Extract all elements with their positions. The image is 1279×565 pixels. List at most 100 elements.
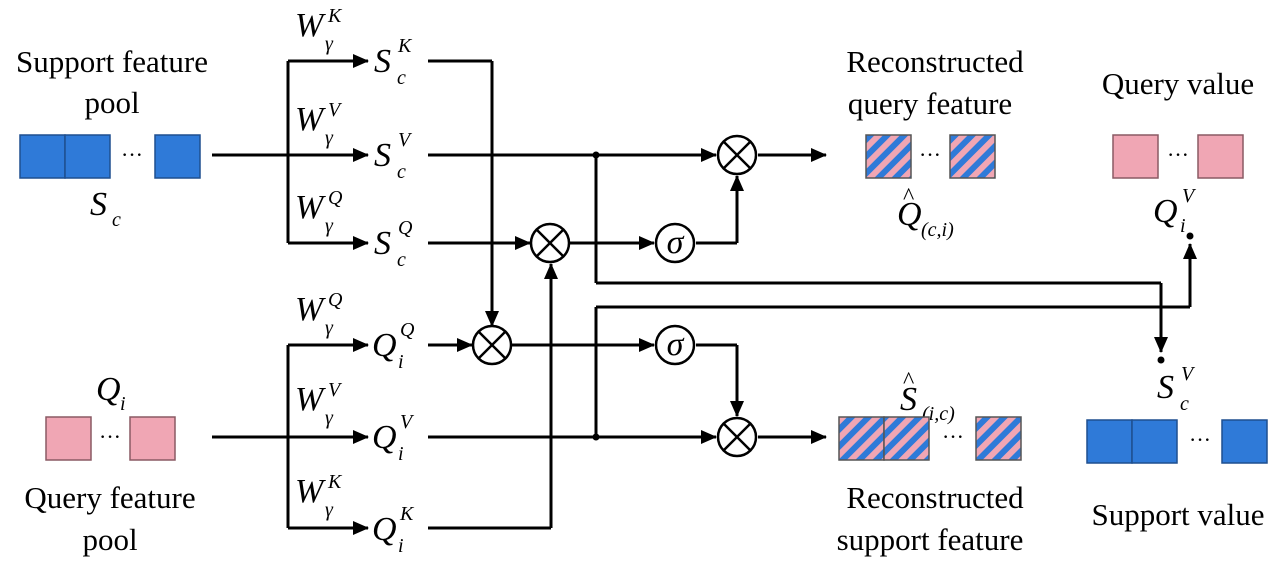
query-pool-blocks: ··· xyxy=(45,416,176,461)
svg-text:K: K xyxy=(327,471,343,493)
svg-text:Q: Q xyxy=(400,319,415,341)
symbol-scv-right: S V c xyxy=(1157,356,1196,415)
svg-text:V: V xyxy=(1181,363,1196,385)
svg-text:W: W xyxy=(295,473,326,510)
symbol-sc: S c xyxy=(90,186,121,231)
svg-text:···: ··· xyxy=(942,424,964,449)
svg-text:c: c xyxy=(397,249,406,271)
svg-text:K: K xyxy=(399,503,415,525)
svg-text:Q: Q xyxy=(372,511,397,548)
weight-wk-lower: W K γ xyxy=(295,471,343,521)
svg-text:S: S xyxy=(374,43,391,80)
svg-text:i: i xyxy=(1180,215,1186,237)
svg-text:Q: Q xyxy=(328,187,343,209)
svg-text:···: ··· xyxy=(1189,427,1211,452)
middle-wires xyxy=(428,59,1197,530)
upper-projection-wires xyxy=(212,54,369,250)
weight-wv-upper: W V γ xyxy=(295,99,343,149)
multiply-operator-top-right xyxy=(716,134,758,176)
svg-text:σ: σ xyxy=(667,224,685,261)
svg-text:···: ··· xyxy=(121,142,143,167)
symbol-qiv: Q V i xyxy=(372,411,415,465)
support-pool-blocks: ··· xyxy=(19,134,201,179)
svg-text:W: W xyxy=(295,7,326,44)
svg-text:K: K xyxy=(397,35,413,57)
weight-wq-lower: W Q γ xyxy=(295,289,343,339)
svg-text:γ: γ xyxy=(325,317,334,339)
svg-text:S: S xyxy=(90,186,107,223)
weight-wk-upper: W K γ xyxy=(295,5,343,55)
query-pool-label: pool xyxy=(82,522,137,557)
svg-text:S: S xyxy=(374,225,391,262)
support-pool-label: pool xyxy=(84,85,139,120)
svg-text:c: c xyxy=(397,67,406,89)
symbol-q-hat: Q ^ (c,i) xyxy=(897,184,954,241)
svg-text:^: ^ xyxy=(903,368,914,394)
svg-text:c: c xyxy=(397,161,406,183)
query-pool-label: Query feature xyxy=(24,480,195,515)
svg-text:γ: γ xyxy=(325,33,334,55)
svg-text:c: c xyxy=(1180,393,1189,415)
svg-text:S: S xyxy=(900,381,917,418)
svg-text:Q: Q xyxy=(328,289,343,311)
svg-text:i: i xyxy=(398,443,404,465)
symbol-scq: S Q c xyxy=(374,217,413,271)
svg-text:···: ··· xyxy=(99,424,121,449)
recon-query-blocks: ··· xyxy=(865,134,996,179)
recon-query-label: Reconstructed xyxy=(846,44,1024,79)
svg-text:V: V xyxy=(328,99,343,121)
multiply-operator-upper xyxy=(529,222,571,264)
recon-support-label: Reconstructed xyxy=(846,480,1024,515)
svg-text:i: i xyxy=(398,351,404,373)
svg-text:V: V xyxy=(1182,185,1197,207)
symbol-qiv-right: Q V i xyxy=(1153,185,1197,240)
svg-text:i: i xyxy=(120,393,126,415)
svg-text:W: W xyxy=(295,189,326,226)
svg-text:Q: Q xyxy=(372,327,397,364)
recon-support-blocks: ··· xyxy=(838,416,1022,461)
symbol-s-hat: S ^ (i,c) xyxy=(900,368,955,425)
svg-text:W: W xyxy=(295,291,326,328)
sigma-operator-upper: σ xyxy=(654,222,696,264)
weight-wq-upper: W Q γ xyxy=(295,187,343,237)
support-pool-label: Support feature xyxy=(16,44,208,79)
multiply-operator-lower xyxy=(471,324,513,366)
svg-text:^: ^ xyxy=(903,184,914,210)
svg-text:···: ··· xyxy=(919,142,941,167)
svg-text:c: c xyxy=(112,209,121,231)
symbol-qik: Q K i xyxy=(372,503,415,557)
svg-text:K: K xyxy=(327,5,343,27)
svg-text:Q: Q xyxy=(897,196,922,233)
svg-text:i: i xyxy=(398,535,404,557)
svg-text:(i,c): (i,c) xyxy=(922,403,955,425)
svg-text:Q: Q xyxy=(372,419,397,456)
symbol-qiq: Q Q i xyxy=(372,319,415,373)
svg-text:···: ··· xyxy=(1167,142,1189,167)
svg-text:Q: Q xyxy=(398,217,413,239)
symbol-scv: S V c xyxy=(374,129,413,183)
support-value-blocks: ··· xyxy=(1086,419,1268,464)
recon-support-label: support feature xyxy=(837,522,1024,557)
svg-text:S: S xyxy=(374,137,391,174)
svg-text:γ: γ xyxy=(325,499,334,521)
svg-text:V: V xyxy=(400,411,415,433)
multiply-operator-bottom-right xyxy=(716,416,758,458)
recon-query-label: query feature xyxy=(848,86,1012,121)
svg-text:V: V xyxy=(328,379,343,401)
sigma-operator-lower: σ xyxy=(654,324,696,366)
svg-text:γ: γ xyxy=(325,127,334,149)
svg-text:Q: Q xyxy=(1153,193,1178,230)
svg-text:γ: γ xyxy=(325,215,334,237)
svg-text:V: V xyxy=(398,129,413,151)
query-value-blocks: ··· xyxy=(1112,134,1244,179)
svg-text:W: W xyxy=(295,101,326,138)
symbol-qi: Q i xyxy=(96,371,126,415)
support-value-label: Support value xyxy=(1091,497,1264,532)
query-value-label: Query value xyxy=(1102,66,1254,101)
svg-text:W: W xyxy=(295,381,326,418)
svg-text:Q: Q xyxy=(96,371,121,408)
svg-text:(c,i): (c,i) xyxy=(921,219,954,241)
symbol-sck: S K c xyxy=(374,35,413,89)
weight-wv-lower: W V γ xyxy=(295,379,343,429)
